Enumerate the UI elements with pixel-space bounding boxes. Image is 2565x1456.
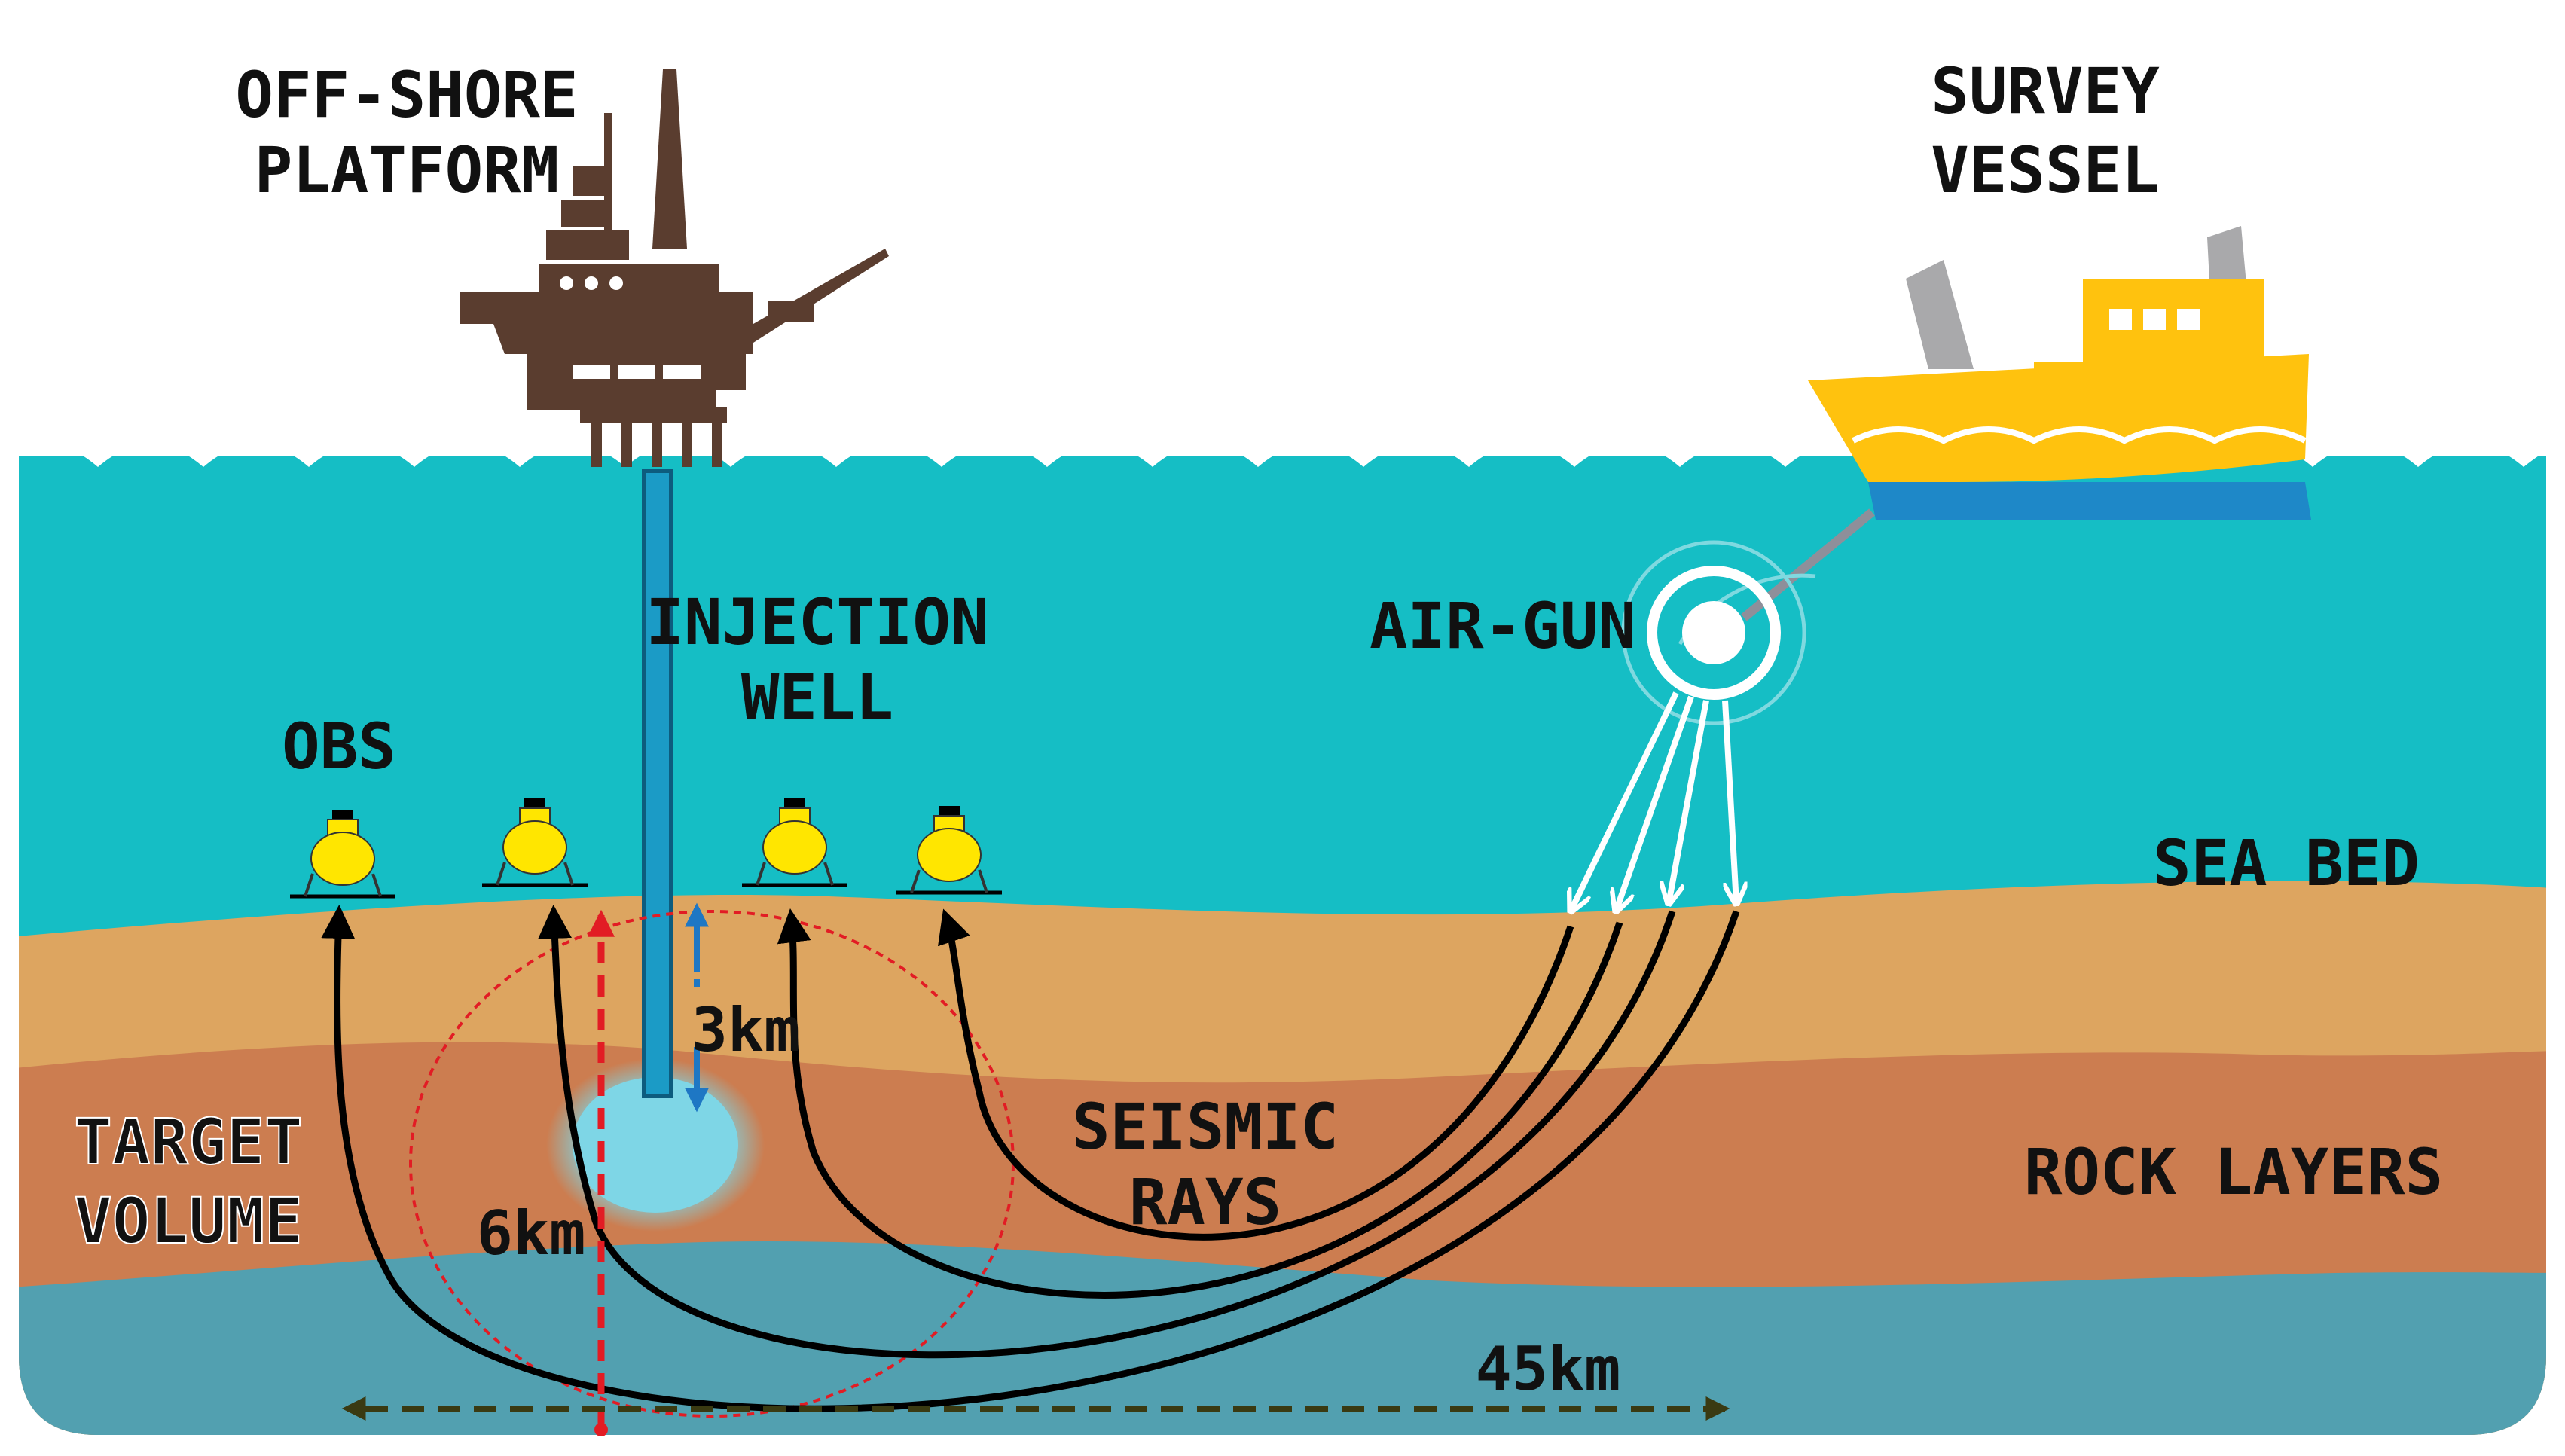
- offshore-platform-icon: [460, 69, 889, 467]
- obs-device-icon: [482, 798, 588, 887]
- platform-label-line2: PLATFORM: [255, 133, 560, 207]
- vessel-label-line1: SURVEY: [1931, 54, 2160, 128]
- rock-layers-label: ROCK LAYERS: [2024, 1135, 2443, 1209]
- obs-devices: [290, 798, 1002, 899]
- vessel-label-line2: VESSEL: [1931, 133, 2159, 207]
- deep-layer: [19, 1241, 2546, 1435]
- survey-vessel-icon: [1808, 226, 2311, 520]
- platform-label-line1: OFF-SHORE: [235, 58, 578, 132]
- depth-6km-label: 6km: [477, 1198, 586, 1268]
- ocean-cross-section: [19, 456, 2546, 1435]
- depth-6km-indicator: [588, 909, 615, 1436]
- seismic-rays: [321, 905, 1740, 1412]
- seismic-rays-label-line1: SEISMIC: [1072, 1090, 1339, 1164]
- injection-well-label-line2: WELL: [741, 661, 893, 734]
- target-volume-label-line2: VOLUME: [74, 1184, 302, 1258]
- depth-3km-label: 3km: [692, 995, 801, 1065]
- obs-label: OBS: [282, 710, 396, 783]
- obs-device-icon: [290, 810, 395, 899]
- well-pipe: [642, 469, 673, 1098]
- seismic-rays-label-line2: RAYS: [1129, 1165, 1281, 1239]
- air-gun-icon: [1621, 540, 1816, 725]
- air-gun-pulses: [1571, 691, 1736, 911]
- target-volume-label-line1: TARGET: [74, 1105, 302, 1179]
- obs-device-icon: [896, 806, 1002, 895]
- obs-device-icon: [742, 798, 847, 887]
- injection-well-label-line1: INJECTION: [646, 585, 988, 659]
- sea-bed-label: SEA BED: [2153, 826, 2420, 900]
- air-gun-label: AIR-GUN: [1370, 589, 1636, 663]
- span-45km-label: 45km: [1476, 1334, 1621, 1404]
